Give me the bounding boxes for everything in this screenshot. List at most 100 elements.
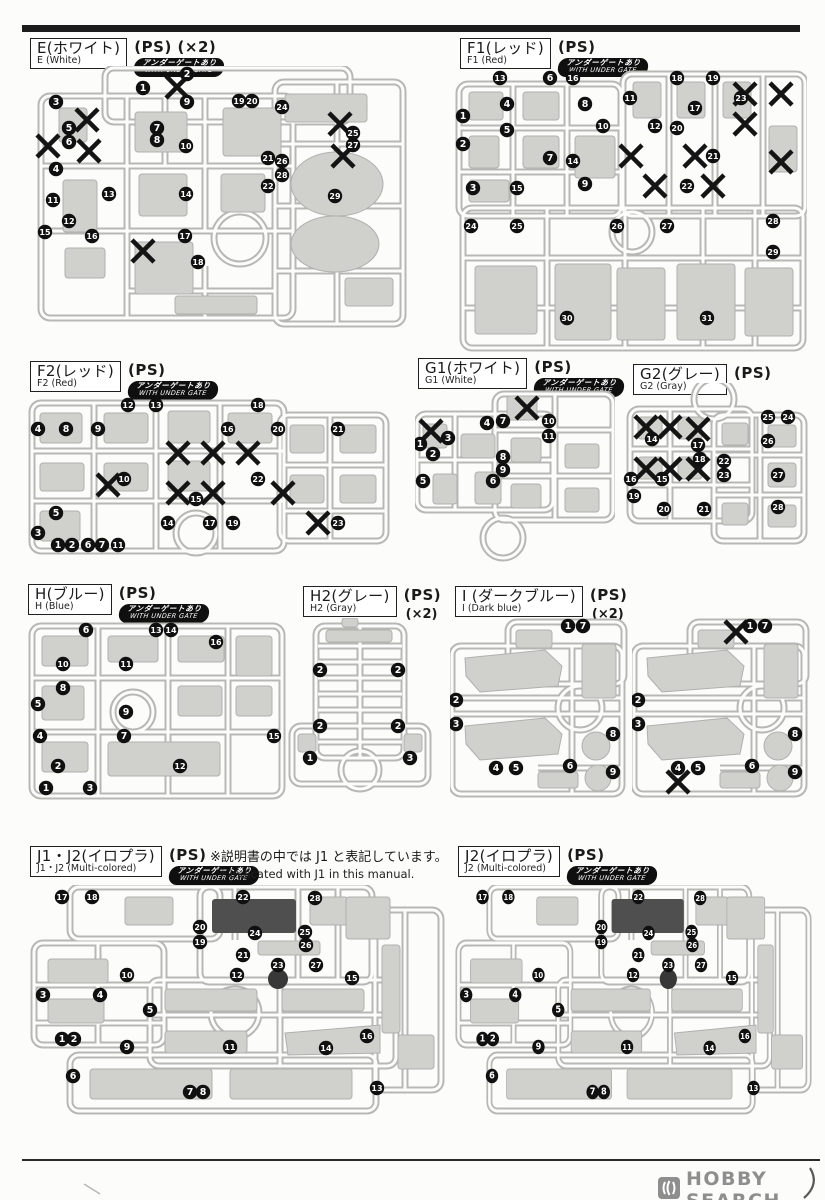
- svg-text:23: 23: [718, 471, 729, 480]
- cut-marks: [665, 619, 749, 795]
- svg-text:14: 14: [180, 190, 192, 199]
- svg-text:8: 8: [582, 99, 589, 110]
- runner-title: G2(グレー): [640, 365, 720, 383]
- svg-text:17: 17: [179, 232, 190, 241]
- svg-text:30: 30: [561, 314, 573, 323]
- runner-subtitle: J1・J2 (Multi-colored): [37, 863, 137, 875]
- svg-text:8: 8: [200, 1087, 207, 1098]
- svg-text:11: 11: [224, 1043, 236, 1052]
- svg-text:4: 4: [512, 990, 518, 1001]
- runner-title: E(ホワイト): [37, 39, 121, 57]
- runner-title: F1(レッド): [467, 39, 544, 57]
- svg-text:10: 10: [180, 142, 192, 151]
- svg-text:22: 22: [237, 893, 248, 902]
- svg-text:28: 28: [767, 217, 779, 226]
- svg-text:28: 28: [276, 171, 288, 180]
- svg-text:25: 25: [687, 928, 697, 938]
- runner-frame: [28, 399, 390, 557]
- svg-text:3: 3: [87, 783, 94, 794]
- svg-text:3: 3: [407, 753, 414, 764]
- svg-text:7: 7: [121, 731, 128, 742]
- undergate-badge-en: WITH UNDER GATE: [577, 874, 647, 883]
- svg-text:9: 9: [536, 1042, 542, 1053]
- svg-text:9: 9: [123, 707, 130, 718]
- svg-text:15: 15: [511, 184, 523, 193]
- runner-title: J1・J2(イロプラ): [37, 847, 155, 865]
- svg-text:13: 13: [150, 401, 161, 410]
- svg-text:17: 17: [692, 441, 703, 450]
- svg-text:3: 3: [635, 719, 642, 730]
- svg-text:24: 24: [782, 413, 794, 422]
- svg-text:7: 7: [590, 1087, 596, 1098]
- runner-label-box: F2(レッド)F2 (Red): [30, 361, 121, 393]
- runner-title: H2(グレー): [310, 587, 390, 605]
- svg-text:23: 23: [664, 961, 674, 971]
- runner-subtitle: F2 (Red): [37, 378, 77, 390]
- runner-frame: [288, 622, 432, 793]
- svg-text:11: 11: [120, 660, 132, 669]
- svg-text:25: 25: [762, 413, 774, 422]
- note-english: * Indicated with J1 in this manual.: [220, 867, 415, 882]
- svg-text:5: 5: [420, 476, 427, 487]
- multiplier-label: (×2): [405, 607, 438, 622]
- svg-text:8: 8: [63, 424, 70, 435]
- svg-text:5: 5: [695, 763, 702, 774]
- svg-text:27: 27: [310, 961, 321, 970]
- svg-text:22: 22: [252, 475, 263, 484]
- svg-text:5: 5: [147, 1005, 154, 1016]
- part-silhouettes: [47, 896, 435, 1100]
- svg-text:8: 8: [610, 729, 617, 740]
- svg-text:21: 21: [237, 951, 249, 960]
- svg-text:20: 20: [246, 97, 258, 106]
- top-rule: [22, 25, 800, 32]
- svg-text:27: 27: [696, 961, 706, 971]
- svg-text:1: 1: [140, 83, 147, 94]
- runner-label-box: G1(ホワイト)G1 (White): [418, 358, 528, 390]
- runner-subtitle: G2 (Gray): [640, 381, 687, 393]
- runner-subtitle: F1 (Red): [467, 55, 507, 67]
- runner-title: F2(レッド): [37, 362, 114, 380]
- svg-text:10: 10: [543, 417, 555, 426]
- svg-text:6: 6: [490, 476, 497, 487]
- runner-header-I: I (ダークブルー)I (Dark blue)(PS)(×2): [455, 586, 627, 622]
- runner-label-box: H2(グレー)H2 (Gray): [303, 586, 397, 618]
- part-silhouettes: [41, 635, 273, 777]
- svg-text:24: 24: [465, 222, 477, 231]
- svg-text:6: 6: [547, 73, 554, 84]
- svg-text:25: 25: [299, 928, 311, 937]
- svg-text:27: 27: [772, 471, 783, 480]
- svg-text:7: 7: [547, 153, 554, 164]
- svg-text:13: 13: [371, 1084, 382, 1093]
- runner-title: I (ダークブルー): [462, 587, 576, 605]
- svg-text:9: 9: [582, 179, 589, 190]
- svg-text:10: 10: [57, 660, 69, 669]
- svg-text:24: 24: [276, 103, 288, 112]
- svg-text:1: 1: [43, 783, 50, 794]
- runner-subtitle: H (Blue): [35, 601, 74, 613]
- svg-text:19: 19: [194, 938, 206, 947]
- svg-text:5: 5: [555, 1005, 561, 1016]
- svg-text:12: 12: [122, 401, 133, 410]
- svg-text:8: 8: [500, 452, 507, 463]
- svg-text:25: 25: [511, 222, 523, 231]
- runner-title: J2(イロプラ): [465, 847, 554, 865]
- svg-text:8: 8: [154, 135, 161, 146]
- svg-text:18: 18: [192, 258, 204, 267]
